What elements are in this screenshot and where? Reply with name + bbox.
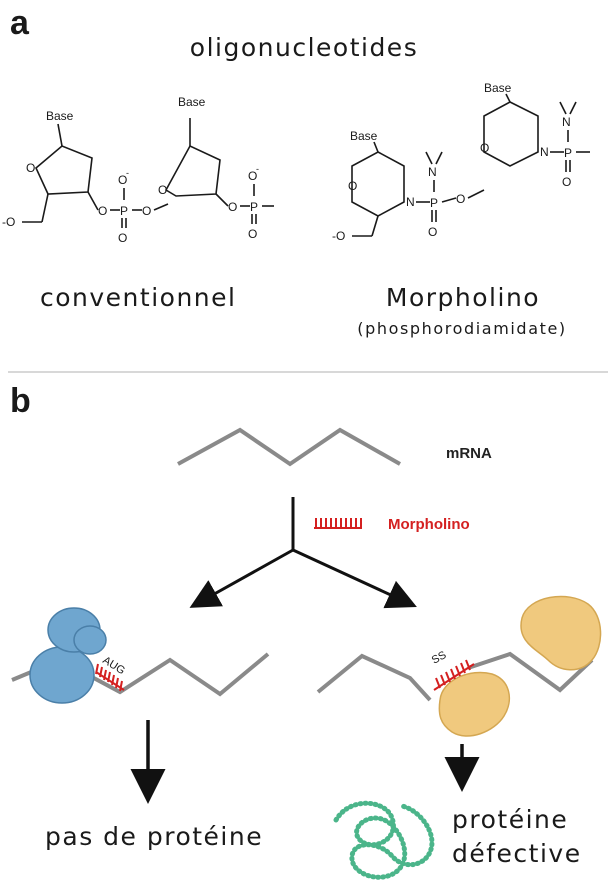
morpholino-legend-icon <box>314 518 362 529</box>
morpholino-bound-aug <box>95 663 125 692</box>
mrna-strand <box>177 427 401 467</box>
svg-text:O: O <box>248 227 257 241</box>
svg-text:O: O <box>98 204 107 218</box>
ribosome-lobe <box>73 625 107 655</box>
svg-text:N: N <box>562 115 571 129</box>
result-arrows <box>130 720 480 804</box>
svg-text:P: P <box>120 204 128 218</box>
svg-text:O: O <box>26 161 35 175</box>
ss-label: SS <box>430 649 449 666</box>
defective-protein-label-line1: protéine <box>452 805 568 834</box>
svg-text:O: O <box>142 204 151 218</box>
right-branch: SS <box>316 595 602 737</box>
mrna-right-a <box>316 653 432 702</box>
defective-protein-label-line2: défective <box>452 839 582 868</box>
svg-text:O: O <box>118 173 127 187</box>
svg-text:O: O <box>456 192 465 206</box>
svg-text:-O: -O <box>332 229 345 243</box>
ribosome-large-subunit <box>29 646 95 704</box>
spliceosome-upper <box>520 595 602 671</box>
svg-text:N: N <box>406 195 415 209</box>
svg-text:O: O <box>480 141 489 155</box>
svg-text:N: N <box>540 145 549 159</box>
svg-text:P: P <box>250 200 258 214</box>
svg-text:O: O <box>158 183 167 197</box>
svg-text:O: O <box>118 231 127 245</box>
morpholino-sublabel: (phosphorodiamidate) <box>357 319 567 338</box>
svg-text:Base: Base <box>484 81 512 95</box>
panel-a-letter: a <box>10 4 30 42</box>
svg-text:O: O <box>228 200 237 214</box>
morpholino-label: Morpholino <box>388 516 470 533</box>
svg-text:O: O <box>348 179 357 193</box>
conventional-oligo-structure: O Base -O O P O - O O O Base O P O - O <box>2 95 274 245</box>
no-protein-label: pas de protéine <box>45 822 263 851</box>
branch-arrows <box>189 497 417 609</box>
left-branch: AUG <box>11 607 270 704</box>
svg-text:Base: Base <box>46 109 74 123</box>
svg-text:P: P <box>564 146 572 160</box>
mrna-right-b <box>467 651 594 693</box>
defective-protein-icon <box>333 800 435 880</box>
morpholino-structure-label: Morpholino <box>386 283 540 312</box>
conventional-label: conventionnel <box>40 283 236 312</box>
morpholino-bound-ss <box>433 659 475 691</box>
morpholino-structure: O N Base -O P N O O O N Base P N O <box>332 81 590 243</box>
svg-text:O: O <box>562 175 571 189</box>
svg-text:Base: Base <box>178 95 206 109</box>
panel-b-letter: b <box>10 382 31 420</box>
svg-text:O: O <box>248 169 257 183</box>
svg-text:N: N <box>428 165 437 179</box>
spliceosome-lower <box>438 671 511 737</box>
svg-text:-O: -O <box>2 215 15 229</box>
mrna-label: mRNA <box>446 445 492 462</box>
svg-text:Base: Base <box>350 129 378 143</box>
svg-text:O: O <box>428 225 437 239</box>
svg-text:-: - <box>126 168 129 178</box>
svg-text:-: - <box>256 164 259 174</box>
panel-a-title: oligonucleotides <box>190 33 418 62</box>
svg-text:P: P <box>430 196 438 210</box>
